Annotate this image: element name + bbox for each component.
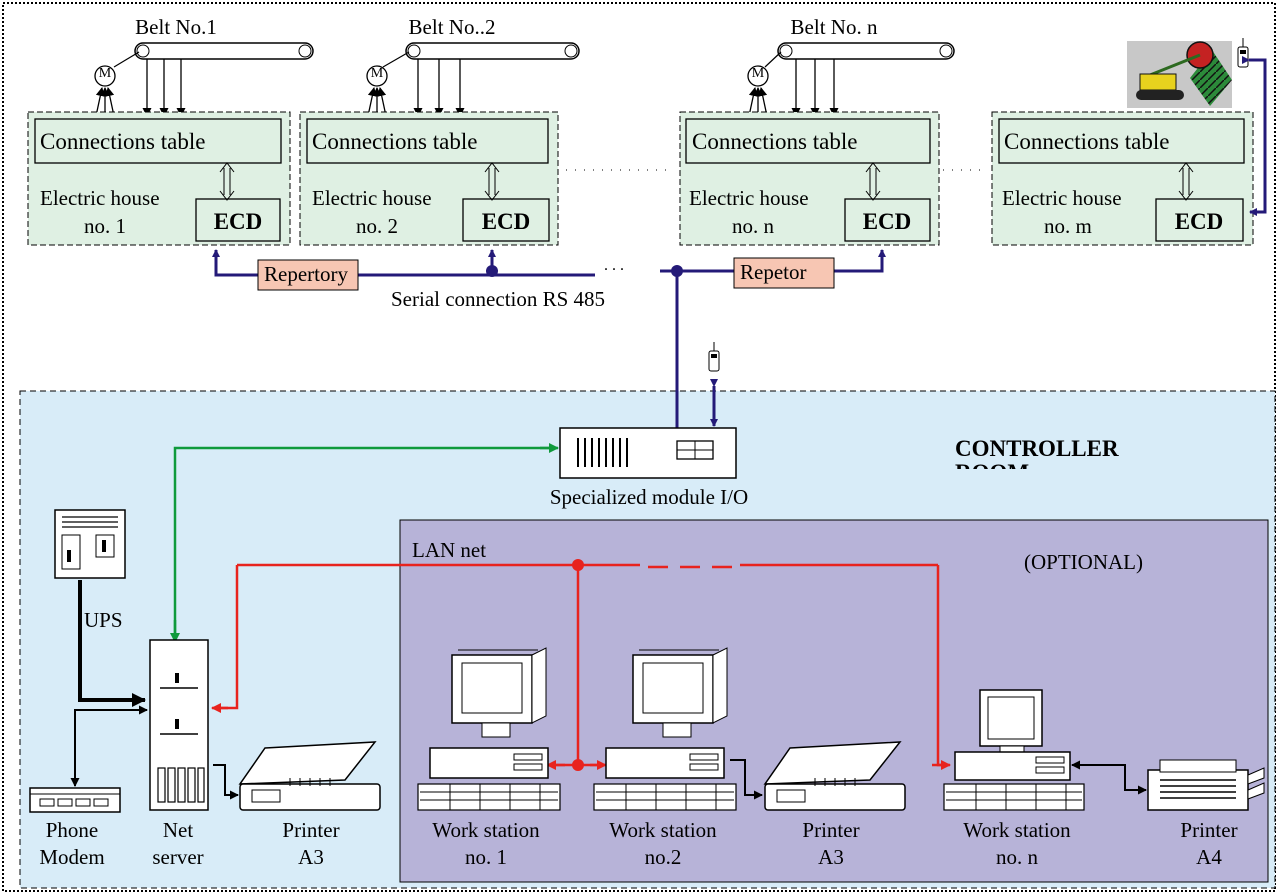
belt-1 bbox=[113, 42, 314, 117]
repeater-1-label: Repertory bbox=[264, 262, 348, 286]
motor-n-symbol: M bbox=[751, 66, 765, 81]
net-server-label-1: Net bbox=[162, 818, 194, 842]
house-m-number: no. m bbox=[1044, 214, 1092, 238]
house-2-number: no. 2 bbox=[356, 214, 398, 238]
ws2-printer-link bbox=[730, 759, 763, 800]
printer-a3-left-device bbox=[238, 741, 381, 811]
phone-modem-label-2: Modem bbox=[39, 845, 105, 869]
electric-house-1 bbox=[27, 111, 291, 246]
serial-bus bbox=[214, 252, 884, 430]
belt-2 bbox=[382, 42, 580, 117]
house-2-name: Electric house bbox=[312, 186, 432, 210]
printer-a3-left-label-2: A3 bbox=[298, 845, 324, 869]
lan-junction-top bbox=[572, 559, 584, 571]
wsn-label-1: Work station bbox=[963, 818, 1071, 842]
house-2-table-label: Connections table bbox=[312, 129, 478, 154]
house-1-name: Electric house bbox=[40, 186, 160, 210]
motor-2-symbol: M bbox=[370, 66, 384, 81]
printer-a4-label-2: A4 bbox=[1196, 845, 1222, 869]
electric-house-m bbox=[991, 111, 1254, 246]
phone-modem-device bbox=[29, 787, 121, 813]
serial-connection-label: Serial connection RS 485 bbox=[391, 287, 606, 311]
serial-junction-2 bbox=[671, 265, 683, 277]
controller-room-title: CONTROLLER bbox=[955, 436, 1119, 461]
house-1-table-label: Connections table bbox=[40, 129, 206, 154]
house-1-number: no. 1 bbox=[84, 214, 126, 238]
work-station-2-device bbox=[593, 647, 737, 811]
house-n-number: no. n bbox=[732, 214, 774, 238]
serial-bus-arrows bbox=[212, 249, 886, 262]
serial-junction-1 bbox=[486, 265, 498, 277]
modem-server-link bbox=[74, 709, 145, 784]
radio-handset-top-icon bbox=[1237, 38, 1249, 68]
repeater-2-label: Repetor bbox=[740, 260, 807, 284]
phone-modem-label-1: Phone bbox=[45, 818, 99, 842]
optional-label: (OPTIONAL) bbox=[1024, 550, 1143, 574]
belt-1-label: Belt No.1 bbox=[135, 15, 217, 39]
printer-a4-device bbox=[1147, 759, 1265, 811]
ups-label: UPS bbox=[84, 608, 123, 632]
house-1-ecd: ECD bbox=[213, 209, 263, 234]
printer-a3-right-label-1: Printer bbox=[802, 818, 860, 842]
ws1-label-1: Work station bbox=[432, 818, 540, 842]
repeater-box-2 bbox=[733, 257, 835, 289]
printer-a3-left-label-1: Printer bbox=[282, 818, 340, 842]
radio-handset-module-icon bbox=[708, 342, 720, 372]
wsn-label-2: no. n bbox=[996, 845, 1038, 869]
radio-link-house-m bbox=[1242, 56, 1267, 216]
printer-a3-right-label-2: A3 bbox=[818, 845, 844, 869]
repeater-box-1 bbox=[257, 259, 359, 291]
house-n-name: Electric house bbox=[689, 186, 809, 210]
module-server-link bbox=[173, 446, 556, 640]
controller-room-title-cut: ROOM bbox=[955, 461, 1029, 469]
serial-ellipsis: . . . bbox=[604, 257, 624, 274]
ws2-label-1: Work station bbox=[609, 818, 717, 842]
house-2-ecd: ECD bbox=[481, 209, 531, 234]
house-m-ecd: ECD bbox=[1174, 209, 1224, 234]
electric-house-2 bbox=[299, 111, 559, 246]
house-m-table-label: Connections table bbox=[1004, 129, 1170, 154]
electric-house-n bbox=[679, 111, 940, 246]
belt-2-label: Belt No..2 bbox=[408, 15, 496, 39]
house-n-ecd: ECD bbox=[862, 209, 912, 234]
printer-a3-right-device bbox=[763, 741, 906, 811]
house-n-table-label: Connections table bbox=[692, 129, 858, 154]
lan-net-label: LAN net bbox=[412, 538, 487, 562]
printer-a4-label-1: Printer bbox=[1180, 818, 1238, 842]
lan-junction-bottom bbox=[572, 759, 584, 771]
belt-n-label: Belt No. n bbox=[790, 15, 878, 39]
ups-device bbox=[54, 509, 126, 579]
net-server-device bbox=[149, 639, 209, 811]
ws2-label-2: no.2 bbox=[644, 845, 682, 869]
house-m-name: Electric house bbox=[1002, 186, 1122, 210]
belt-n bbox=[764, 42, 955, 117]
wsn-printer-link bbox=[1074, 764, 1147, 795]
io-module-label: Specialized module I/O bbox=[549, 485, 749, 509]
work-station-1-device bbox=[417, 647, 561, 811]
motor-n bbox=[743, 65, 773, 117]
work-station-n-device bbox=[943, 689, 1085, 811]
ws1-label-2: no. 1 bbox=[465, 845, 507, 869]
motor-1-symbol: M bbox=[98, 66, 112, 81]
controller-room-title-clip: ROOM bbox=[955, 461, 1095, 469]
io-module-device bbox=[559, 427, 737, 479]
ups-power-line bbox=[78, 580, 146, 707]
excavator-image bbox=[1127, 41, 1232, 108]
server-printer-link bbox=[213, 764, 239, 800]
net-server-label-2: server bbox=[152, 845, 204, 869]
